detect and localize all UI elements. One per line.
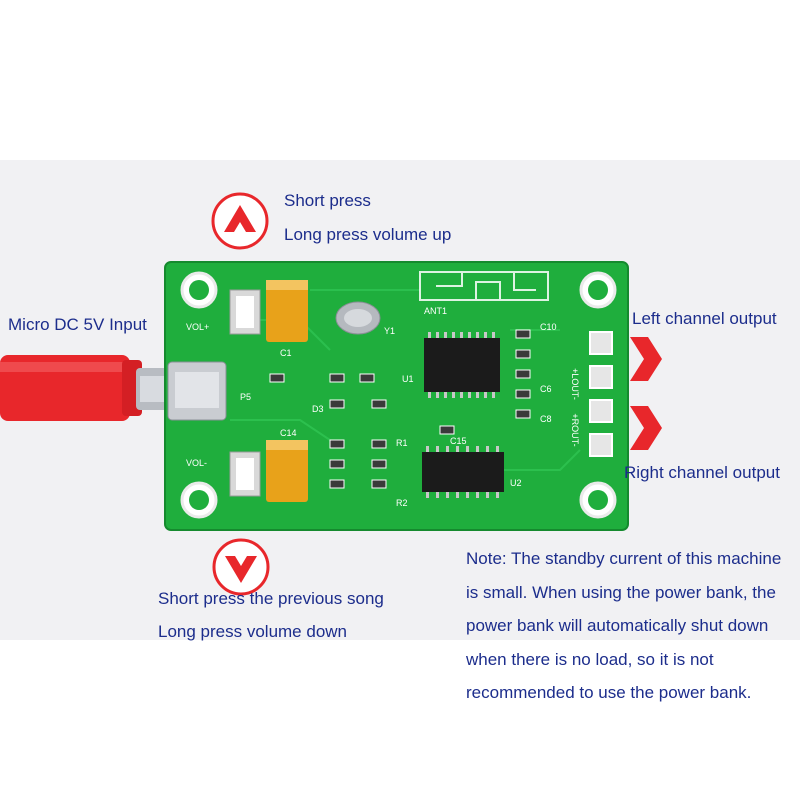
mounting-hole	[180, 481, 218, 519]
silk-antenna: ANT1	[424, 306, 447, 316]
vol-up-long-press-label: Long press volume up	[284, 225, 452, 244]
silk-u2: U2	[510, 478, 522, 488]
silk-c6: C6	[540, 384, 552, 394]
mounting-hole	[579, 481, 617, 519]
capacitor-c1	[266, 280, 308, 342]
mounting-hole	[579, 271, 617, 309]
pcb-board: VOL+ VOL- ANT1 C1 C14 Y1 P5 U1 U2 D3 R1 …	[164, 261, 629, 531]
silk-vol-minus: VOL-	[186, 458, 207, 468]
silk-c1: C1	[280, 348, 292, 358]
vol-down-switch	[229, 451, 261, 497]
silk-r1: R1	[396, 438, 408, 448]
antenna-trace	[419, 271, 549, 301]
vol-up-switch	[229, 289, 261, 335]
right-channel-output-label: Right channel output	[624, 463, 780, 482]
silk-p5: P5	[240, 392, 251, 402]
vol-down-short-press-label: Short press the previous song	[158, 589, 384, 608]
vol-up-short-press-label: Short press	[284, 191, 371, 210]
silk-rout: +ROUT-	[570, 413, 580, 446]
silk-c15: C15	[450, 436, 467, 446]
usb-cable	[0, 355, 180, 421]
silk-lout: +LOUT-	[570, 368, 580, 400]
up-arrow-icon	[211, 192, 269, 250]
chevron-right-icon	[630, 406, 662, 450]
silk-c14: C14	[280, 428, 297, 438]
silk-r2: R2	[396, 498, 408, 508]
output-pads	[589, 331, 613, 457]
vol-down-long-press-label: Long press volume down	[158, 622, 348, 641]
mounting-hole	[180, 271, 218, 309]
silk-d3: D3	[312, 404, 324, 414]
micro-dc-input-label: Micro DC 5V Input	[8, 315, 147, 334]
left-channel-output-label: Left channel output	[632, 309, 777, 328]
silk-vol-plus: VOL+	[186, 322, 209, 332]
standby-current-note: Note: The standby current of this machin…	[466, 549, 782, 703]
down-arrow-icon	[212, 538, 270, 596]
silk-y1: Y1	[384, 326, 395, 336]
chevron-right-icon	[630, 337, 662, 381]
silk-c8: C8	[540, 414, 552, 424]
silk-u1: U1	[402, 374, 414, 384]
ic-u2	[422, 446, 504, 498]
silk-c10: C10	[540, 322, 557, 332]
ic-u1	[424, 332, 500, 398]
capacitor-c14	[266, 440, 308, 502]
crystal-y1	[335, 301, 381, 335]
